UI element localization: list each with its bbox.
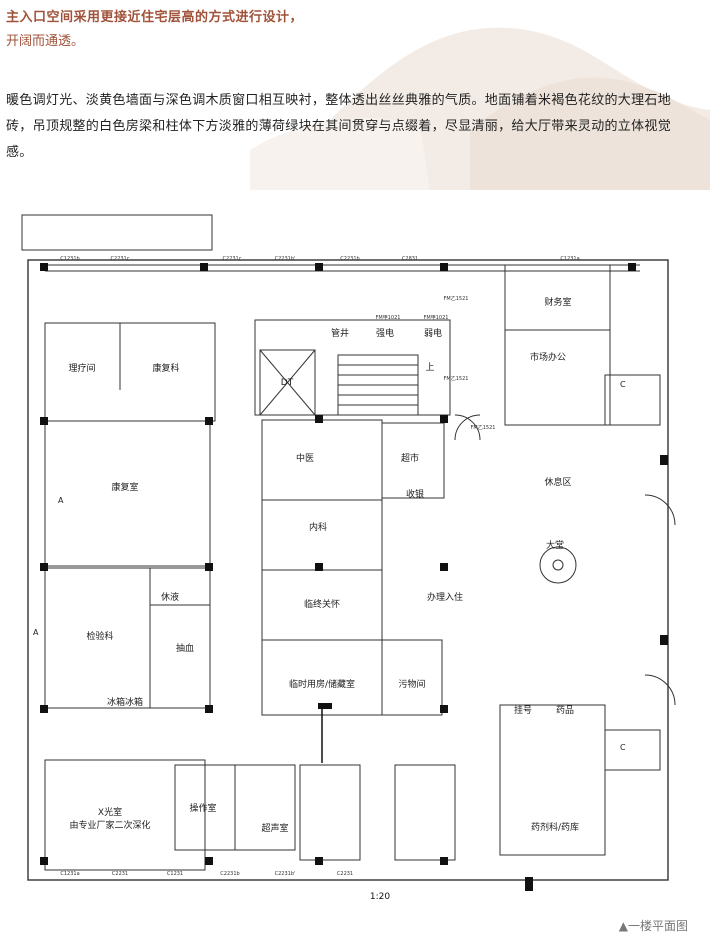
- core-wall: [254, 319, 451, 416]
- scale-label: 1:20: [370, 892, 390, 902]
- room-ultrasound: 超声室: [261, 822, 288, 834]
- door-code: FM乙1521: [444, 295, 469, 302]
- door-code: FM甲1021: [376, 315, 401, 321]
- room-internal: 内科: [309, 521, 327, 533]
- window-code: C1231b: [60, 256, 79, 262]
- top-left-annex: [21, 214, 213, 251]
- window-code: C2231b': [275, 871, 296, 877]
- room-hospice: 临终关怀: [304, 598, 340, 610]
- room-therapy: 理疗间: [68, 362, 95, 374]
- window-code: C2231: [112, 871, 128, 877]
- room-lounge: 休息区: [544, 476, 571, 488]
- cabinet-label: C: [620, 380, 626, 389]
- mountain-watermark: [250, 27, 710, 190]
- lab-room-wall: [44, 567, 211, 709]
- cabinet-label: A: [33, 628, 39, 637]
- window-code: C2831: [402, 256, 418, 262]
- body-paragraph: 暖色调灯光、淡黄色墙面与深色调木质窗口相互映衬，整体透出丝丝典雅的气质。地面铺着…: [6, 93, 672, 160]
- pharmacy-wall: [499, 704, 606, 856]
- room-fridge: 冰箱冰箱: [107, 696, 143, 708]
- room-temp-storage: 临时用房/储藏室: [289, 678, 355, 690]
- window-code: C2231b: [220, 871, 239, 877]
- room-checkin: 办理入住: [427, 591, 463, 603]
- cabinet-label: A: [58, 496, 64, 505]
- subheadline: 开阔而通透。: [6, 34, 85, 49]
- figure-caption: ▲一楼平面图: [618, 919, 688, 933]
- window-code: C2231c: [111, 256, 130, 262]
- room-blood: 抽血: [176, 642, 194, 654]
- room-register: 挂号: [514, 704, 532, 716]
- door-code: FM乙1521: [444, 375, 469, 382]
- room-weak-elec: 弱电: [424, 327, 442, 339]
- headline: 主入口空间采用更接近住宅层高的方式进行设计，: [6, 10, 304, 25]
- window-code: C1231: [167, 871, 183, 877]
- room-pharmacy: 药剂科/药库: [531, 821, 579, 833]
- room-supermarket: 超市: [401, 452, 419, 464]
- office-wall: [504, 264, 611, 426]
- window-code: C1231a: [60, 871, 79, 877]
- door-code: FM甲1021: [424, 315, 449, 321]
- room-pharmacy-window: 药品: [556, 705, 574, 716]
- room-infusion: 休液: [161, 591, 179, 603]
- outer-wall: [27, 259, 669, 881]
- door-code: FM乙1521: [471, 424, 496, 431]
- room-cashier: 收银: [406, 488, 424, 500]
- room-operation: 操作室: [189, 802, 216, 814]
- window-code: C2231b: [340, 256, 359, 262]
- stair-up: 上: [425, 362, 434, 373]
- room-rehab-dept: 康复科: [152, 362, 179, 374]
- room-strong-elec: 强电: [376, 327, 394, 339]
- elevator-label: DT: [281, 378, 294, 388]
- room-rehab: 康复室: [111, 481, 138, 493]
- room-dirty: 污物间: [398, 678, 425, 690]
- floor-plan: 理疗间 康复科 康复室 管井 强电 弱电 财务室 市场办公 中医 超市 收银 休…: [21, 214, 676, 902]
- room-pipe-shaft: 管井: [331, 327, 349, 339]
- room-marketing: 市场办公: [530, 351, 566, 363]
- window-code: C2231b': [275, 256, 296, 262]
- room-lab: 检验科: [86, 630, 113, 642]
- room-tcm: 中医: [296, 452, 314, 464]
- room-lobby: 大堂: [546, 539, 564, 551]
- cabinet-label: C: [620, 743, 626, 752]
- rehab-room-wall: [44, 420, 211, 567]
- window-code: C2231c: [223, 256, 242, 262]
- room-xray: X光室: [98, 806, 122, 818]
- room-finance: 财务室: [544, 296, 571, 308]
- xray-room-wall: [44, 759, 206, 871]
- room-xray-note: 由专业厂家二次深化: [69, 819, 150, 831]
- window-code: C2231: [337, 871, 353, 877]
- window-code: C1231a: [560, 256, 579, 262]
